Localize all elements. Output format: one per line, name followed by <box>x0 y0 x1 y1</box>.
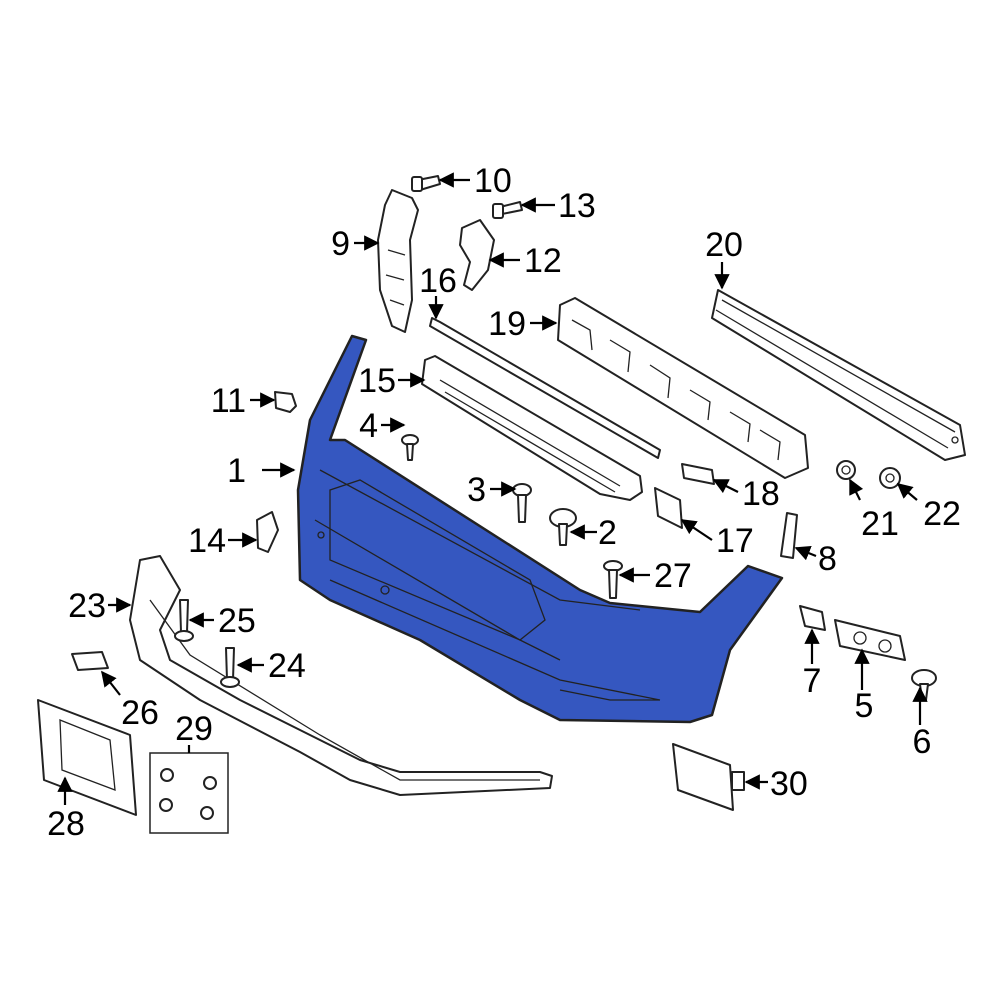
leader-arrows <box>57 172 928 805</box>
callout-17: 17 <box>716 522 754 560</box>
part-16-upper-strip[interactable] <box>429 317 661 459</box>
callout-8: 8 <box>818 540 837 578</box>
callout-29: 29 <box>175 710 213 748</box>
part-12-bracket[interactable] <box>459 219 495 291</box>
callout-18: 18 <box>742 475 780 513</box>
part-4-screw[interactable] <box>401 434 419 461</box>
callout-2: 2 <box>598 514 617 552</box>
part-6-push-pin[interactable] <box>911 669 937 701</box>
part-5-bracket[interactable] <box>834 619 906 661</box>
callout-3: 3 <box>467 471 486 509</box>
part-10-bolt[interactable] <box>411 175 441 192</box>
part-19-energy-absorber[interactable] <box>557 297 809 479</box>
callout-20: 20 <box>705 226 743 264</box>
part-24-bolt[interactable] <box>220 647 240 688</box>
part-1-bumper-cover[interactable] <box>296 334 784 724</box>
callout-12: 12 <box>524 242 562 280</box>
part-15-lower-absorber[interactable] <box>421 355 643 501</box>
callout-16: 16 <box>419 262 457 300</box>
callout-11: 11 <box>211 382 246 420</box>
part-30-module[interactable] <box>672 743 745 811</box>
callout-4: 4 <box>359 407 378 445</box>
callout-28: 28 <box>47 805 85 843</box>
part-11-clip[interactable] <box>274 391 297 413</box>
callout-19: 19 <box>488 305 526 343</box>
callout-7: 7 <box>803 662 822 700</box>
callout-23: 23 <box>68 587 106 625</box>
bumper-cover-fill <box>296 334 784 724</box>
part-9-bracket[interactable] <box>377 189 419 333</box>
part-7-clip[interactable] <box>799 605 826 631</box>
callout-1: 1 <box>227 452 246 490</box>
callout-26: 26 <box>121 694 159 732</box>
part-22-nut[interactable] <box>879 467 901 489</box>
part-29-hardware-kit[interactable] <box>149 752 229 834</box>
part-13-bolt[interactable] <box>492 201 523 219</box>
callout-30: 30 <box>770 765 808 803</box>
callout-25: 25 <box>218 602 256 640</box>
part-18-clip[interactable] <box>681 463 715 485</box>
part-14-cap[interactable] <box>256 511 279 553</box>
callout-6: 6 <box>913 723 932 761</box>
part-2-push-pin[interactable] <box>549 508 577 546</box>
part-25-bolt[interactable] <box>174 599 194 642</box>
callout-labels: 1 2 3 4 5 6 7 8 9 10 11 12 13 14 15 16 1… <box>47 162 961 843</box>
callout-15: 15 <box>358 362 396 400</box>
part-3-bolt[interactable] <box>512 483 532 523</box>
part-17-plate[interactable] <box>654 487 683 529</box>
callout-5: 5 <box>855 687 874 725</box>
callout-14: 14 <box>188 522 226 560</box>
callout-27: 27 <box>654 557 692 595</box>
part-21-nut[interactable] <box>836 460 856 480</box>
callout-10: 10 <box>474 162 512 200</box>
part-20-reinforcement-bar[interactable] <box>711 289 966 461</box>
callout-24: 24 <box>268 647 306 685</box>
part-26-clip[interactable] <box>71 651 109 671</box>
callout-13: 13 <box>558 187 596 225</box>
callout-22: 22 <box>923 495 961 533</box>
part-8-bolt[interactable] <box>780 512 798 559</box>
part-27-push-pin[interactable] <box>603 560 623 599</box>
callout-21: 21 <box>861 505 899 543</box>
callout-9: 9 <box>331 225 350 263</box>
